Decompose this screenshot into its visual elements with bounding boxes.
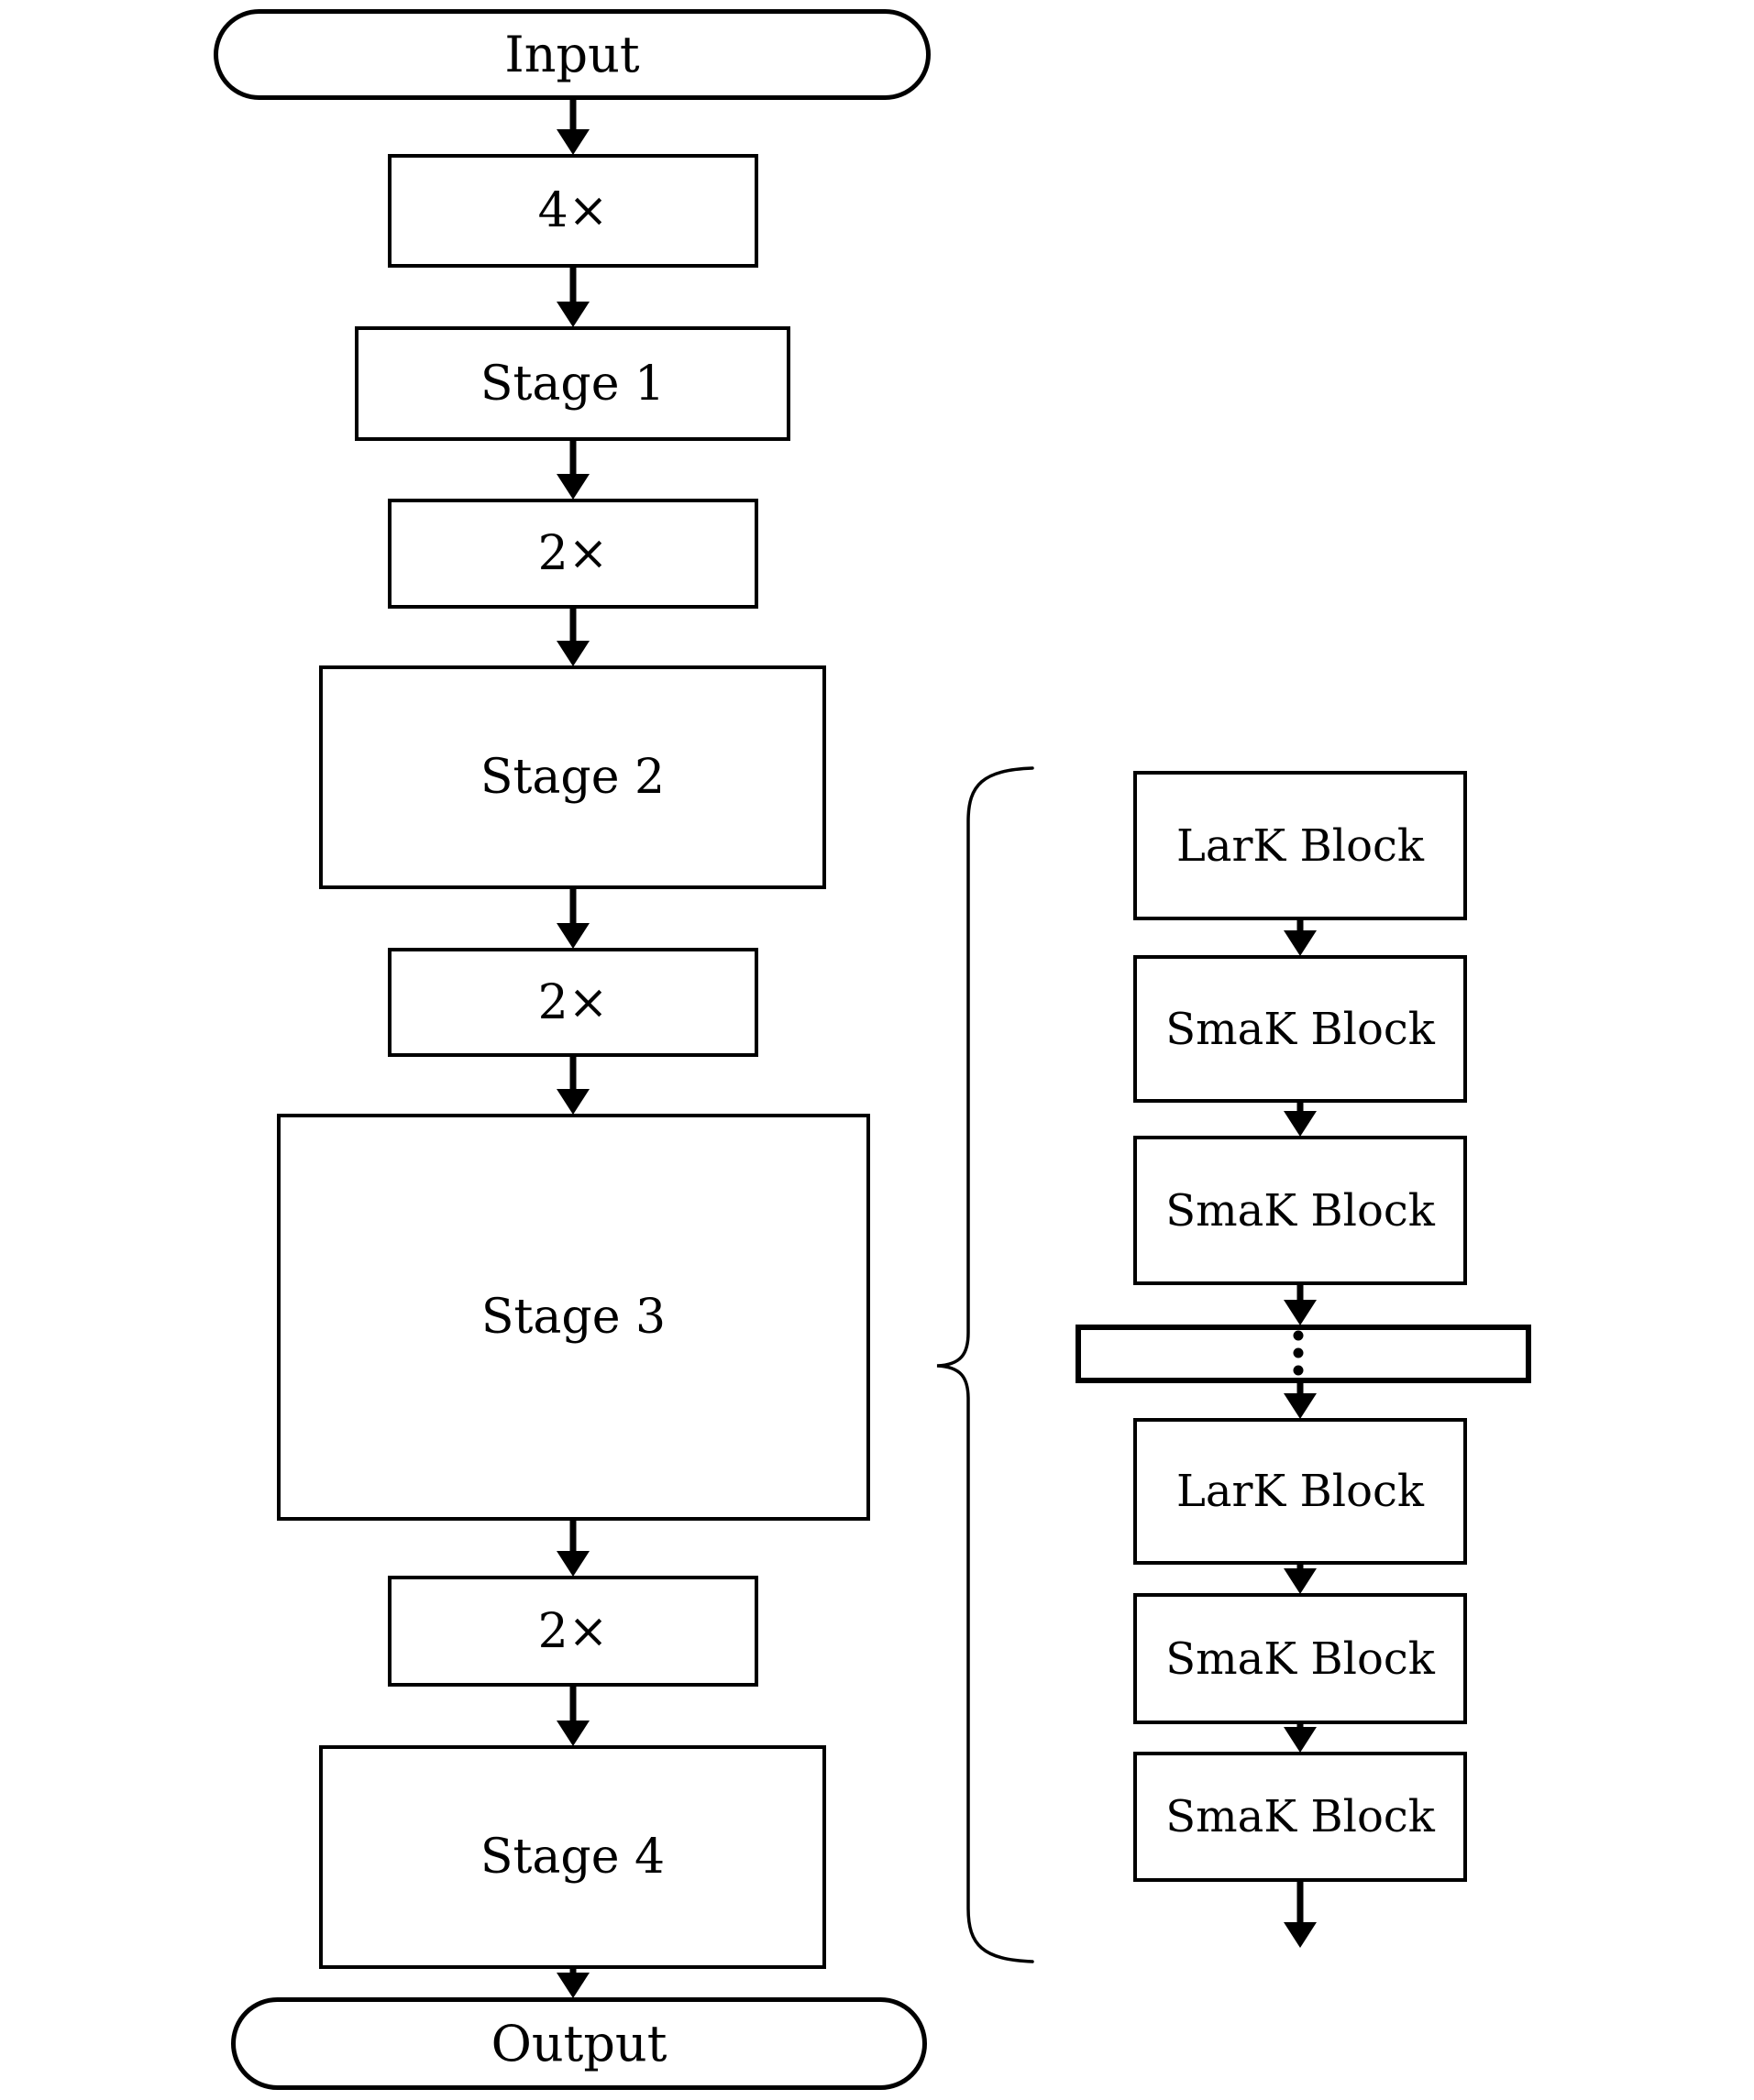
node-stage-3: Stage 3: [277, 1114, 870, 1521]
down-arrow: [557, 268, 590, 327]
node-label: SmaK Block: [1165, 1003, 1435, 1055]
node-label: 4×: [537, 183, 609, 238]
node-label: Input: [504, 25, 640, 83]
node-label: 2×: [537, 974, 609, 1030]
down-arrow: [1284, 1103, 1317, 1137]
node-label: LarK Block: [1175, 1466, 1425, 1517]
node-output: Output: [231, 1997, 927, 2090]
down-arrow: [1284, 1724, 1317, 1753]
node-lark-block-2: LarK Block: [1133, 1418, 1467, 1565]
down-arrow: [557, 889, 590, 949]
node-label: Output: [491, 2014, 667, 2073]
arrowhead-icon: [1284, 1393, 1317, 1419]
arrowhead-icon: [557, 129, 590, 155]
node-label: SmaK Block: [1165, 1184, 1435, 1237]
down-arrow: [557, 1969, 590, 1998]
arrowhead-icon: [1284, 1727, 1317, 1753]
arrowhead-icon: [557, 1973, 590, 1998]
arrowhead-icon: [557, 302, 590, 327]
down-arrow: [1284, 1285, 1317, 1325]
down-arrow: [1284, 1882, 1317, 1948]
arrowhead-icon: [557, 474, 590, 500]
down-arrow: [557, 1521, 590, 1577]
node-smak-block-1: SmaK Block: [1133, 955, 1467, 1103]
node-stage-1: Stage 1: [355, 326, 790, 441]
arrowhead-icon: [1284, 1111, 1317, 1137]
arrowhead-icon: [1284, 1922, 1317, 1948]
node-stage-2: Stage 2: [319, 665, 826, 889]
arrowhead-icon: [1284, 1300, 1317, 1325]
node-ellipsis-box: [1076, 1325, 1531, 1383]
down-arrow: [557, 100, 590, 155]
node-label: SmaK Block: [1165, 1633, 1435, 1685]
down-arrow: [557, 1057, 590, 1115]
node-downsample-2x-b: 2×: [388, 948, 758, 1057]
down-arrow: [557, 1687, 590, 1746]
node-smak-block-2: SmaK Block: [1133, 1136, 1467, 1285]
node-smak-block-3: SmaK Block: [1133, 1593, 1467, 1724]
node-label: Stage 4: [480, 1830, 666, 1885]
down-arrow: [557, 609, 590, 666]
node-label: LarK Block: [1175, 819, 1425, 872]
node-label: Stage 1: [480, 356, 666, 412]
node-label: 2×: [537, 1603, 609, 1659]
down-arrow: [1284, 1383, 1317, 1419]
curly-brace: [936, 766, 1034, 1963]
arrowhead-icon: [557, 923, 590, 949]
node-downsample-2x-a: 2×: [388, 499, 758, 609]
node-stage-4: Stage 4: [319, 1745, 826, 1969]
node-downsample-4x: 4×: [388, 154, 758, 268]
node-input: Input: [214, 9, 931, 100]
arrowhead-icon: [557, 1089, 590, 1115]
arrowhead-icon: [1284, 1568, 1317, 1594]
arrowhead-icon: [557, 641, 590, 666]
node-label: Stage 2: [480, 750, 666, 805]
node-lark-block-1: LarK Block: [1133, 771, 1467, 920]
node-label: Stage 3: [480, 1290, 667, 1345]
down-arrow: [1284, 1565, 1317, 1594]
down-arrow: [1284, 920, 1317, 956]
node-label: SmaK Block: [1165, 1791, 1435, 1842]
arrowhead-icon: [557, 1551, 590, 1577]
node-smak-block-4: SmaK Block: [1133, 1752, 1467, 1882]
arrowhead-icon: [1284, 930, 1317, 956]
arrowhead-icon: [557, 1721, 590, 1746]
down-arrow: [557, 441, 590, 500]
node-label: 2×: [537, 526, 609, 581]
node-downsample-2x-c: 2×: [388, 1576, 758, 1687]
